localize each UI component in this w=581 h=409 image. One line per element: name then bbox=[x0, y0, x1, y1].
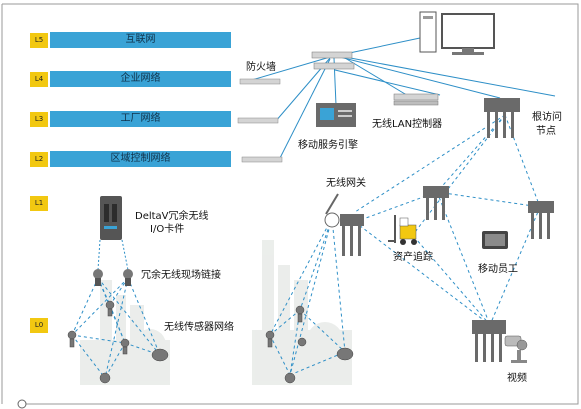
mobility-engine-icon bbox=[316, 103, 356, 127]
field-link-gateway-right bbox=[123, 269, 133, 286]
level-tag-l1: L1 bbox=[30, 196, 48, 211]
frame-corner-marker bbox=[17, 399, 27, 409]
mesh-access-point-upper bbox=[423, 186, 449, 220]
firewall-label: 防火墙 bbox=[246, 62, 276, 73]
workstation-icon bbox=[419, 11, 495, 55]
sensor-cluster-left bbox=[67, 300, 169, 384]
plant-silhouette-left bbox=[80, 280, 170, 385]
switch-l2 bbox=[241, 156, 283, 163]
redundant-field-link bbox=[97, 239, 129, 271]
mobile-worker-label: 移动员工 bbox=[478, 264, 518, 275]
root-ap-label-line2: 节点 bbox=[536, 126, 556, 137]
field-link-gateway-left bbox=[93, 269, 103, 286]
sensor-cluster-right bbox=[265, 305, 354, 384]
mesh-access-point-right bbox=[528, 201, 554, 239]
mesh-access-point-lower bbox=[472, 320, 506, 362]
mobility-engine-label: 移动服务引擎 bbox=[298, 140, 358, 151]
level-tag-l2: L2 bbox=[30, 152, 48, 167]
wired-links bbox=[244, 37, 556, 159]
band-internet: 互联网 bbox=[50, 32, 231, 48]
wireless-gateway-icon bbox=[324, 193, 364, 256]
camera-icon bbox=[504, 335, 528, 363]
video-label: 视频 bbox=[507, 373, 527, 384]
level-tag-l3: L3 bbox=[30, 112, 48, 127]
level-tag-l0: L0 bbox=[30, 318, 48, 333]
wlan-controller-label: 无线LAN控制器 bbox=[372, 119, 443, 130]
wlan-controller-icon bbox=[393, 93, 439, 106]
deltav-label-line2: I/O卡件 bbox=[150, 224, 185, 235]
switch-l4 bbox=[239, 78, 281, 85]
deltav-io-card-icon bbox=[100, 196, 122, 240]
forklift-icon bbox=[388, 215, 417, 245]
tablet-icon bbox=[482, 231, 508, 249]
root-ap-label-line1: 根访问 bbox=[532, 112, 562, 123]
switch-l3 bbox=[237, 117, 279, 124]
deltav-label-line1: DeltaV冗余无线 bbox=[135, 211, 209, 222]
firewall-switch-icon bbox=[311, 51, 355, 70]
band-area-control-network: 区域控制网络 bbox=[50, 151, 231, 167]
root-access-point bbox=[484, 98, 520, 138]
level-tag-l4: L4 bbox=[30, 72, 48, 87]
asset-tracking-label: 资产追踪 bbox=[393, 252, 433, 263]
level-tag-l5: L5 bbox=[30, 33, 48, 48]
band-enterprise-network: 企业网络 bbox=[50, 71, 231, 87]
sensor-network-label: 无线传感器网络 bbox=[164, 322, 234, 333]
redundant-link-label: 冗余无线现场链接 bbox=[141, 270, 221, 281]
wireless-gateway-label: 无线网关 bbox=[326, 178, 366, 189]
band-plant-network: 工厂网络 bbox=[50, 111, 231, 127]
outer-frame bbox=[2, 3, 579, 405]
